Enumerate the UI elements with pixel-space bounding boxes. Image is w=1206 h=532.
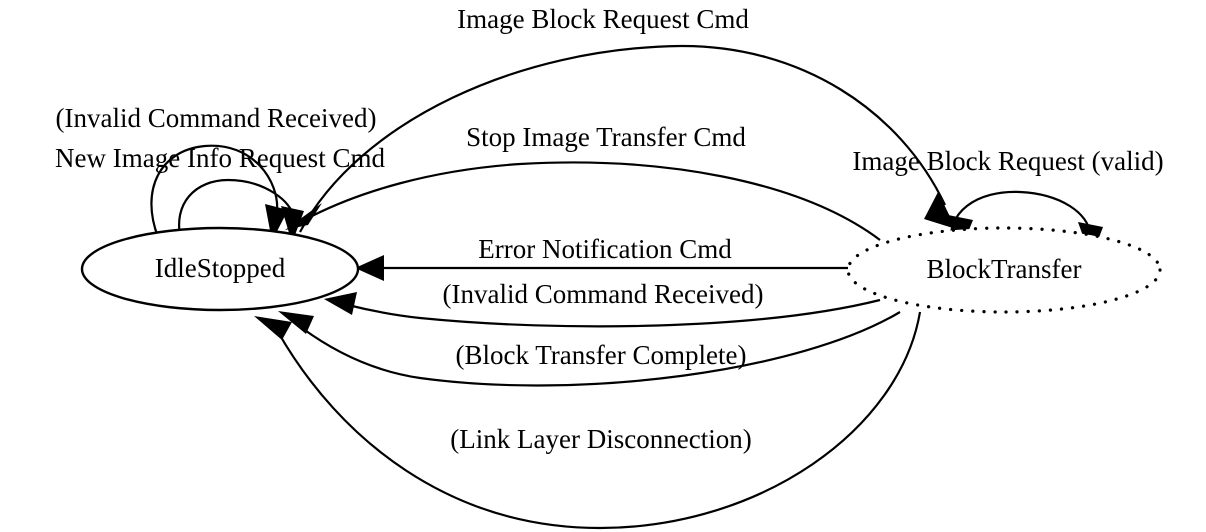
transition-invalid-command-received-return[interactable]: (Invalid Command Received) (324, 279, 881, 328)
edge-label-t1: Image Block Request Cmd (457, 4, 749, 34)
transition-block-transfer-complete[interactable]: (Block Transfer Complete) (278, 311, 901, 387)
transition-link-layer-disconnection[interactable]: (Link Layer Disconnection) (254, 311, 922, 530)
edge-path-t3 (150, 144, 279, 238)
state-label-blocktransfer: BlockTransfer (927, 254, 1082, 284)
edge-label-t5: Image Block Request (valid) (852, 146, 1163, 176)
arrowhead-t4 (281, 206, 304, 243)
edge-label-t4: New Image Info Request Cmd (55, 143, 385, 173)
state-node-blocktransfer[interactable]: BlockTransfer (846, 226, 1162, 314)
edge-path-t8 (301, 311, 901, 387)
transition-stop-image-transfer-cmd[interactable]: Stop Image Transfer Cmd (285, 122, 881, 241)
edge-label-t2: Stop Image Transfer Cmd (466, 122, 746, 152)
edge-label-t6: Error Notification Cmd (478, 234, 732, 264)
state-ellipse-idlestopped (80, 226, 360, 312)
arrowhead-t6 (355, 255, 384, 281)
edge-label-t7: (Invalid Command Received) (443, 279, 764, 309)
edge-label-t9: (Link Layer Disconnection) (450, 424, 751, 454)
edge-path-t1 (299, 44, 946, 233)
edge-path-t9 (277, 311, 922, 530)
edge-label-t3: (Invalid Command Received) (56, 103, 377, 133)
arrowhead-t7 (324, 292, 357, 315)
state-label-idlestopped: IdleStopped (155, 253, 286, 283)
edge-label-t8: (Block Transfer Complete) (456, 340, 747, 370)
arrowhead-t9 (254, 316, 292, 340)
arrowhead-t8 (278, 311, 314, 334)
state-node-idlestopped[interactable]: IdleStopped (80, 226, 360, 312)
state-ellipse-blocktransfer (846, 226, 1162, 314)
edge-path-t7 (347, 298, 881, 328)
transition-image-block-request-valid-self[interactable]: Image Block Request (valid) (852, 146, 1164, 259)
edge-path-t4 (178, 178, 295, 241)
edge-path-t2 (311, 161, 881, 241)
transition-error-notification-cmd[interactable]: Error Notification Cmd (355, 234, 848, 281)
transition-image-block-request-cmd[interactable]: Image Block Request Cmd (299, 4, 956, 233)
transition-new-image-info-request-cmd-self[interactable]: New Image Info Request Cmd (55, 143, 385, 243)
arrowhead-t1 (924, 192, 956, 229)
